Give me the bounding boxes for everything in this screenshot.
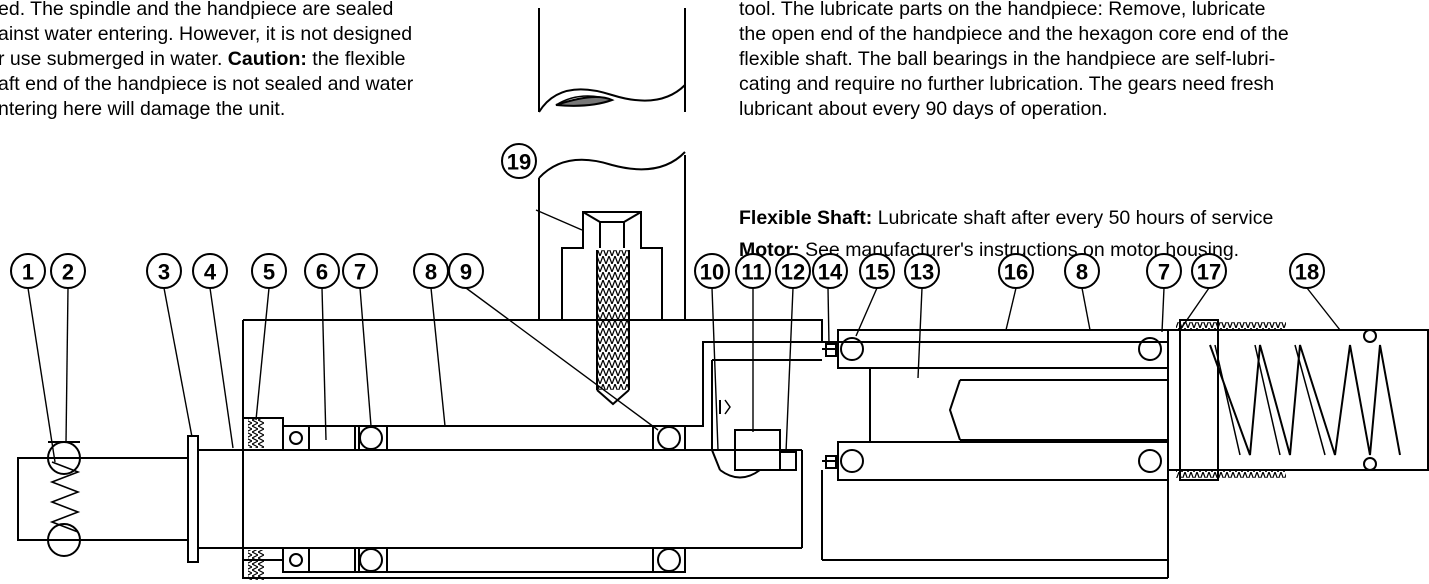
callout-12: 12: [781, 260, 805, 285]
left-text-line-2: ainst water entering. However, it is not…: [0, 23, 413, 45]
callout-5: 5: [263, 260, 275, 285]
callout-2-circle: [50, 253, 86, 289]
gear-area: [684, 341, 822, 479]
left-text-line-3-start: r use submerged in water.: [0, 48, 223, 70]
callout-17: 17: [1197, 260, 1221, 285]
flexible-shaft-text: Lubricate shaft after every 50 hours of …: [872, 207, 1274, 229]
diagram-body: [17, 8, 1429, 580]
callout-18: 18: [1295, 260, 1319, 285]
callout-4-circle: [192, 253, 228, 289]
tool-shank: [538, 8, 686, 406]
spindle-shaft: [17, 435, 803, 563]
callout-8b: 8: [1076, 260, 1088, 285]
right-text-block: tool. The lubricate parts on the handpie…: [739, 0, 1289, 122]
callout-19: 19: [507, 150, 531, 175]
caution-rest: the flexible: [306, 48, 406, 70]
callout-7b: 7: [1158, 260, 1170, 285]
callout-16-circle: [998, 253, 1034, 289]
callout-11: 11: [741, 260, 764, 285]
callout-2: 2: [62, 260, 74, 285]
spring-assembly: [1167, 319, 1429, 481]
callout-10-circle: [694, 253, 730, 289]
left-text-line-4: aft end of the handpiece is not sealed a…: [0, 73, 414, 95]
callout-19-circle: [501, 143, 537, 179]
callout-1-circle: [10, 253, 46, 289]
callout-3-circle: [146, 253, 182, 289]
callout-13: 13: [910, 260, 934, 285]
callout-12-circle: [775, 253, 811, 289]
callout-5-circle: [251, 253, 287, 289]
callout-6: 6: [316, 260, 328, 285]
callout-15-circle: [859, 253, 895, 289]
callout-17-circle: [1191, 253, 1227, 289]
callout-9-circle: [448, 253, 484, 289]
callout-11-circle: [735, 253, 771, 289]
callout-18-circle: [1289, 253, 1325, 289]
callout-8b-circle: [1064, 253, 1100, 289]
front-bearing-housing: [243, 417, 686, 580]
leader-lines: [27, 209, 1341, 463]
callouts: [10, 143, 1325, 289]
callout-numbers: 1 2 3 4 5 6 7 8 9 10 11 12 14 15 13 16 8…: [22, 150, 1319, 285]
callout-14-circle: [812, 253, 848, 289]
flexible-shaft-note: Flexible Shaft: Lubricate shaft after ev…: [739, 206, 1273, 231]
callout-8: 8: [425, 260, 437, 285]
left-text-line-5: ntering here will damage the unit.: [0, 98, 286, 120]
callout-9: 9: [460, 260, 472, 285]
caution-label: Caution:: [227, 48, 307, 70]
right-text-line-5: lubricant about every 90 days of operati…: [739, 98, 1108, 120]
callout-14: 14: [818, 260, 843, 285]
callout-7-circle: [342, 253, 378, 289]
rear-bearing-tube: [822, 329, 1169, 481]
callout-4: 4: [204, 260, 217, 285]
callout-13-circle: [904, 253, 940, 289]
right-text-line-4: cating and require no further lubricatio…: [739, 73, 1275, 95]
left-text-line-1: ed. The spindle and the handpiece are se…: [0, 0, 394, 20]
callout-6-circle: [304, 253, 340, 289]
callout-10: 10: [700, 260, 724, 285]
flexible-shaft-label: Flexible Shaft:: [739, 207, 873, 229]
callout-7: 7: [354, 260, 366, 285]
left-text-block: ed. The spindle and the handpiece are se…: [0, 0, 414, 122]
callout-7b-circle: [1146, 253, 1182, 289]
right-text-line-1: tool. The lubricate parts on the handpie…: [739, 0, 1266, 20]
callout-16: 16: [1004, 260, 1028, 285]
right-text-line-2: the open end of the handpiece and the he…: [739, 23, 1289, 45]
callout-15: 15: [865, 260, 889, 285]
callout-1: 1: [22, 260, 34, 285]
right-text-line-3: flexible shaft. The ball bearings in the…: [739, 48, 1276, 70]
left-text-line-3: r use submerged in water. Caution: the f…: [0, 47, 406, 72]
callout-3: 3: [158, 260, 170, 285]
